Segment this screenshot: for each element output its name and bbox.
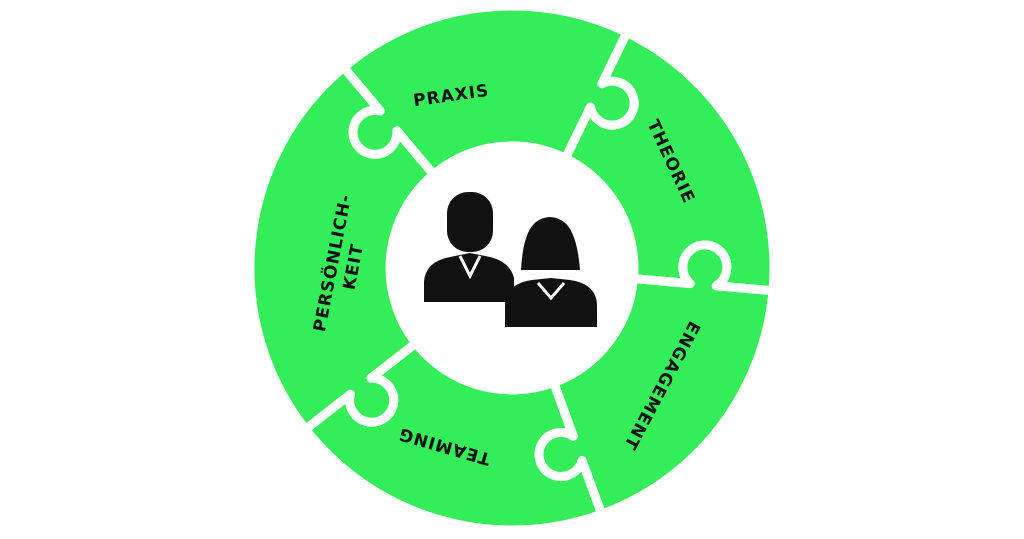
man-collar-gap: [458, 255, 482, 280]
woman-icon: [505, 217, 597, 327]
puzzle-segment-persoenlichkeit: [245, 62, 439, 434]
man-icon: [424, 192, 514, 302]
ring-segments: [245, 1, 779, 535]
woman-collar: [536, 282, 566, 301]
man-and-woman-icon: [424, 192, 597, 327]
